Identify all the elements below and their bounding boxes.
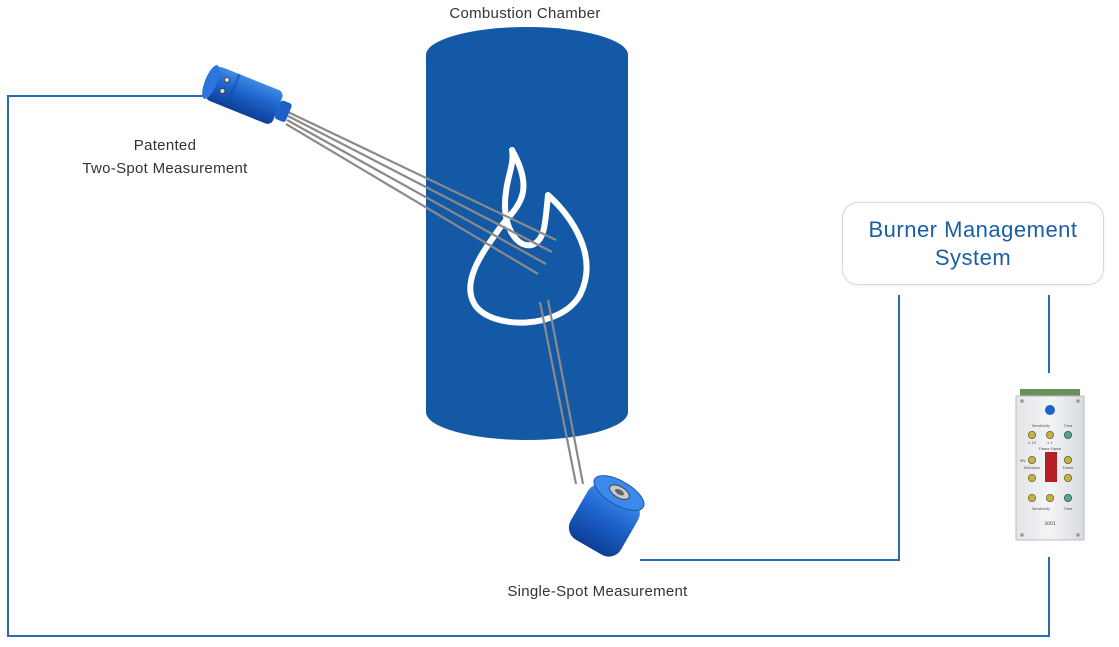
two-spot-connection-line — [7, 95, 1050, 637]
bms-label-line2: System — [934, 244, 1012, 270]
two-spot-sensor-icon — [202, 65, 292, 124]
combustion-chamber — [426, 27, 628, 440]
two-spot-label-line1: Patented — [133, 137, 197, 154]
single-spot-connection-line — [640, 295, 900, 561]
bms-label-line1: Burner Management — [868, 216, 1078, 242]
amp-model: 3001 — [1044, 521, 1056, 527]
amp-time-top: Time — [1063, 424, 1073, 428]
amplifier-module-icon: Sensitivity Time x 10 x 1 Flame Signal M… — [1015, 389, 1085, 541]
connection-lines — [7, 95, 1050, 637]
amp-range-a: x 10 — [1028, 441, 1036, 445]
combustion-chamber-label: Combustion Chamber — [449, 5, 601, 22]
single-spot-sensor-icon — [568, 475, 645, 557]
burner-management-system-box: Burner Management System — [842, 202, 1104, 285]
amp-time-bottom: Time — [1063, 507, 1073, 511]
amp-range-b: x 1 — [1047, 441, 1052, 445]
amp-sensitivity-top: Sensitivity — [1032, 424, 1050, 428]
amp-sensitivity-bottom: Sensitivity — [1032, 507, 1050, 511]
single-spot-measurement-label: Single-Spot Measurement — [507, 583, 688, 600]
two-spot-label-line2: Two-Spot Measurement — [82, 160, 248, 177]
amp-flame: Flame — [1063, 466, 1074, 470]
amp-flame-signal: Flame Signal — [1039, 447, 1062, 451]
amp-mv: MV — [1020, 459, 1026, 463]
two-spot-measurement-label: Patented Two-Spot Measurement — [40, 134, 290, 180]
fiber-optic-lines — [285, 111, 585, 485]
amp-multiplex: Multiplex — [1024, 466, 1040, 470]
